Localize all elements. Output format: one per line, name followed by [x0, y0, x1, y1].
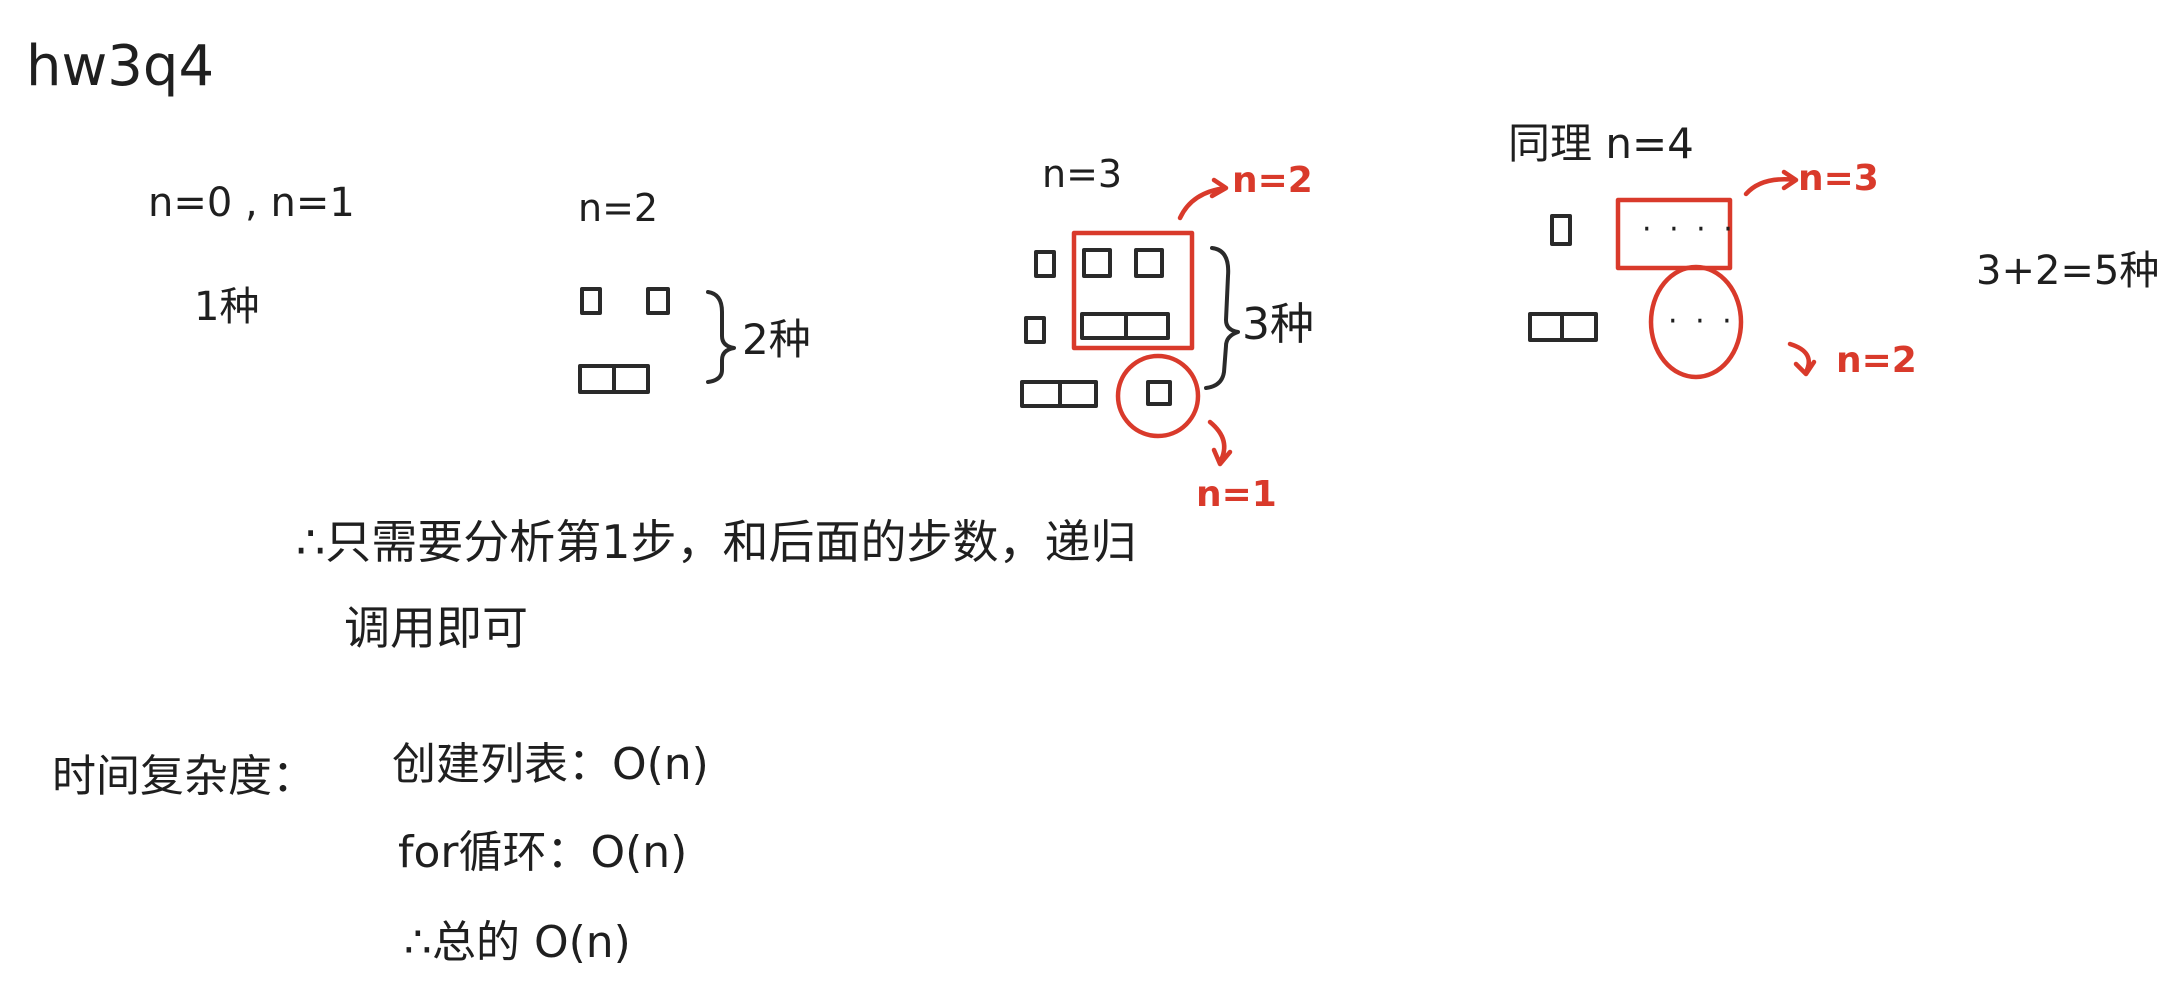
sum-text: 3+2=5种: [1976, 248, 2160, 294]
case-label: 同理 n=4: [1508, 119, 1694, 168]
arrow-shape: [1787, 341, 1817, 377]
subproblem-label: n=2: [1836, 340, 1917, 381]
complexity-item: for循环：O(n): [398, 827, 688, 878]
case-count: 3种: [1242, 299, 1314, 350]
vertical-tile-shape: [580, 287, 602, 315]
case-label: n=2: [578, 186, 659, 230]
complexity-item: 创建列表：O(n): [392, 739, 709, 790]
case-count: 2种: [742, 315, 811, 364]
complexity-label: 时间复杂度：: [52, 751, 316, 802]
case-count: 1种: [194, 284, 260, 330]
highlight-circle: [1648, 264, 1744, 380]
page-title: hw3q4: [26, 34, 215, 99]
ellipsis-text: · · · ·: [1642, 212, 1737, 247]
arrow-shape: [1743, 169, 1799, 197]
conclusion-line: ∴只需要分析第1步，和后面的步数，递归: [296, 515, 1137, 569]
brace-shape: [706, 290, 736, 384]
brace-shape: [1204, 246, 1240, 390]
conclusion-line: 调用即可: [344, 601, 528, 655]
case-label: n=0 , n=1: [148, 180, 355, 226]
ellipsis-text: · · ·: [1668, 304, 1736, 339]
highlight-box: [1071, 230, 1195, 351]
subproblem-label: n=3: [1798, 158, 1879, 199]
highlight-circle: [1115, 353, 1201, 439]
subproblem-label: n=1: [1196, 474, 1277, 515]
arrow-shape: [1207, 419, 1233, 467]
highlight-box: [1615, 197, 1733, 271]
arrow-shape: [1177, 177, 1229, 221]
complexity-item: ∴总的 O(n): [404, 917, 631, 968]
subproblem-label: n=2: [1232, 160, 1313, 201]
case-label: n=3: [1042, 152, 1123, 196]
vertical-tile-shape: [646, 287, 670, 315]
